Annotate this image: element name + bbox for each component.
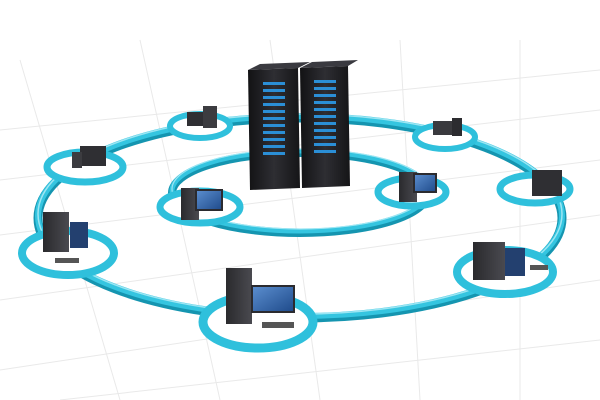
floor-grid — [0, 40, 600, 400]
desktop-computer-icon — [532, 170, 562, 196]
desktop-computer-icon — [433, 118, 462, 136]
